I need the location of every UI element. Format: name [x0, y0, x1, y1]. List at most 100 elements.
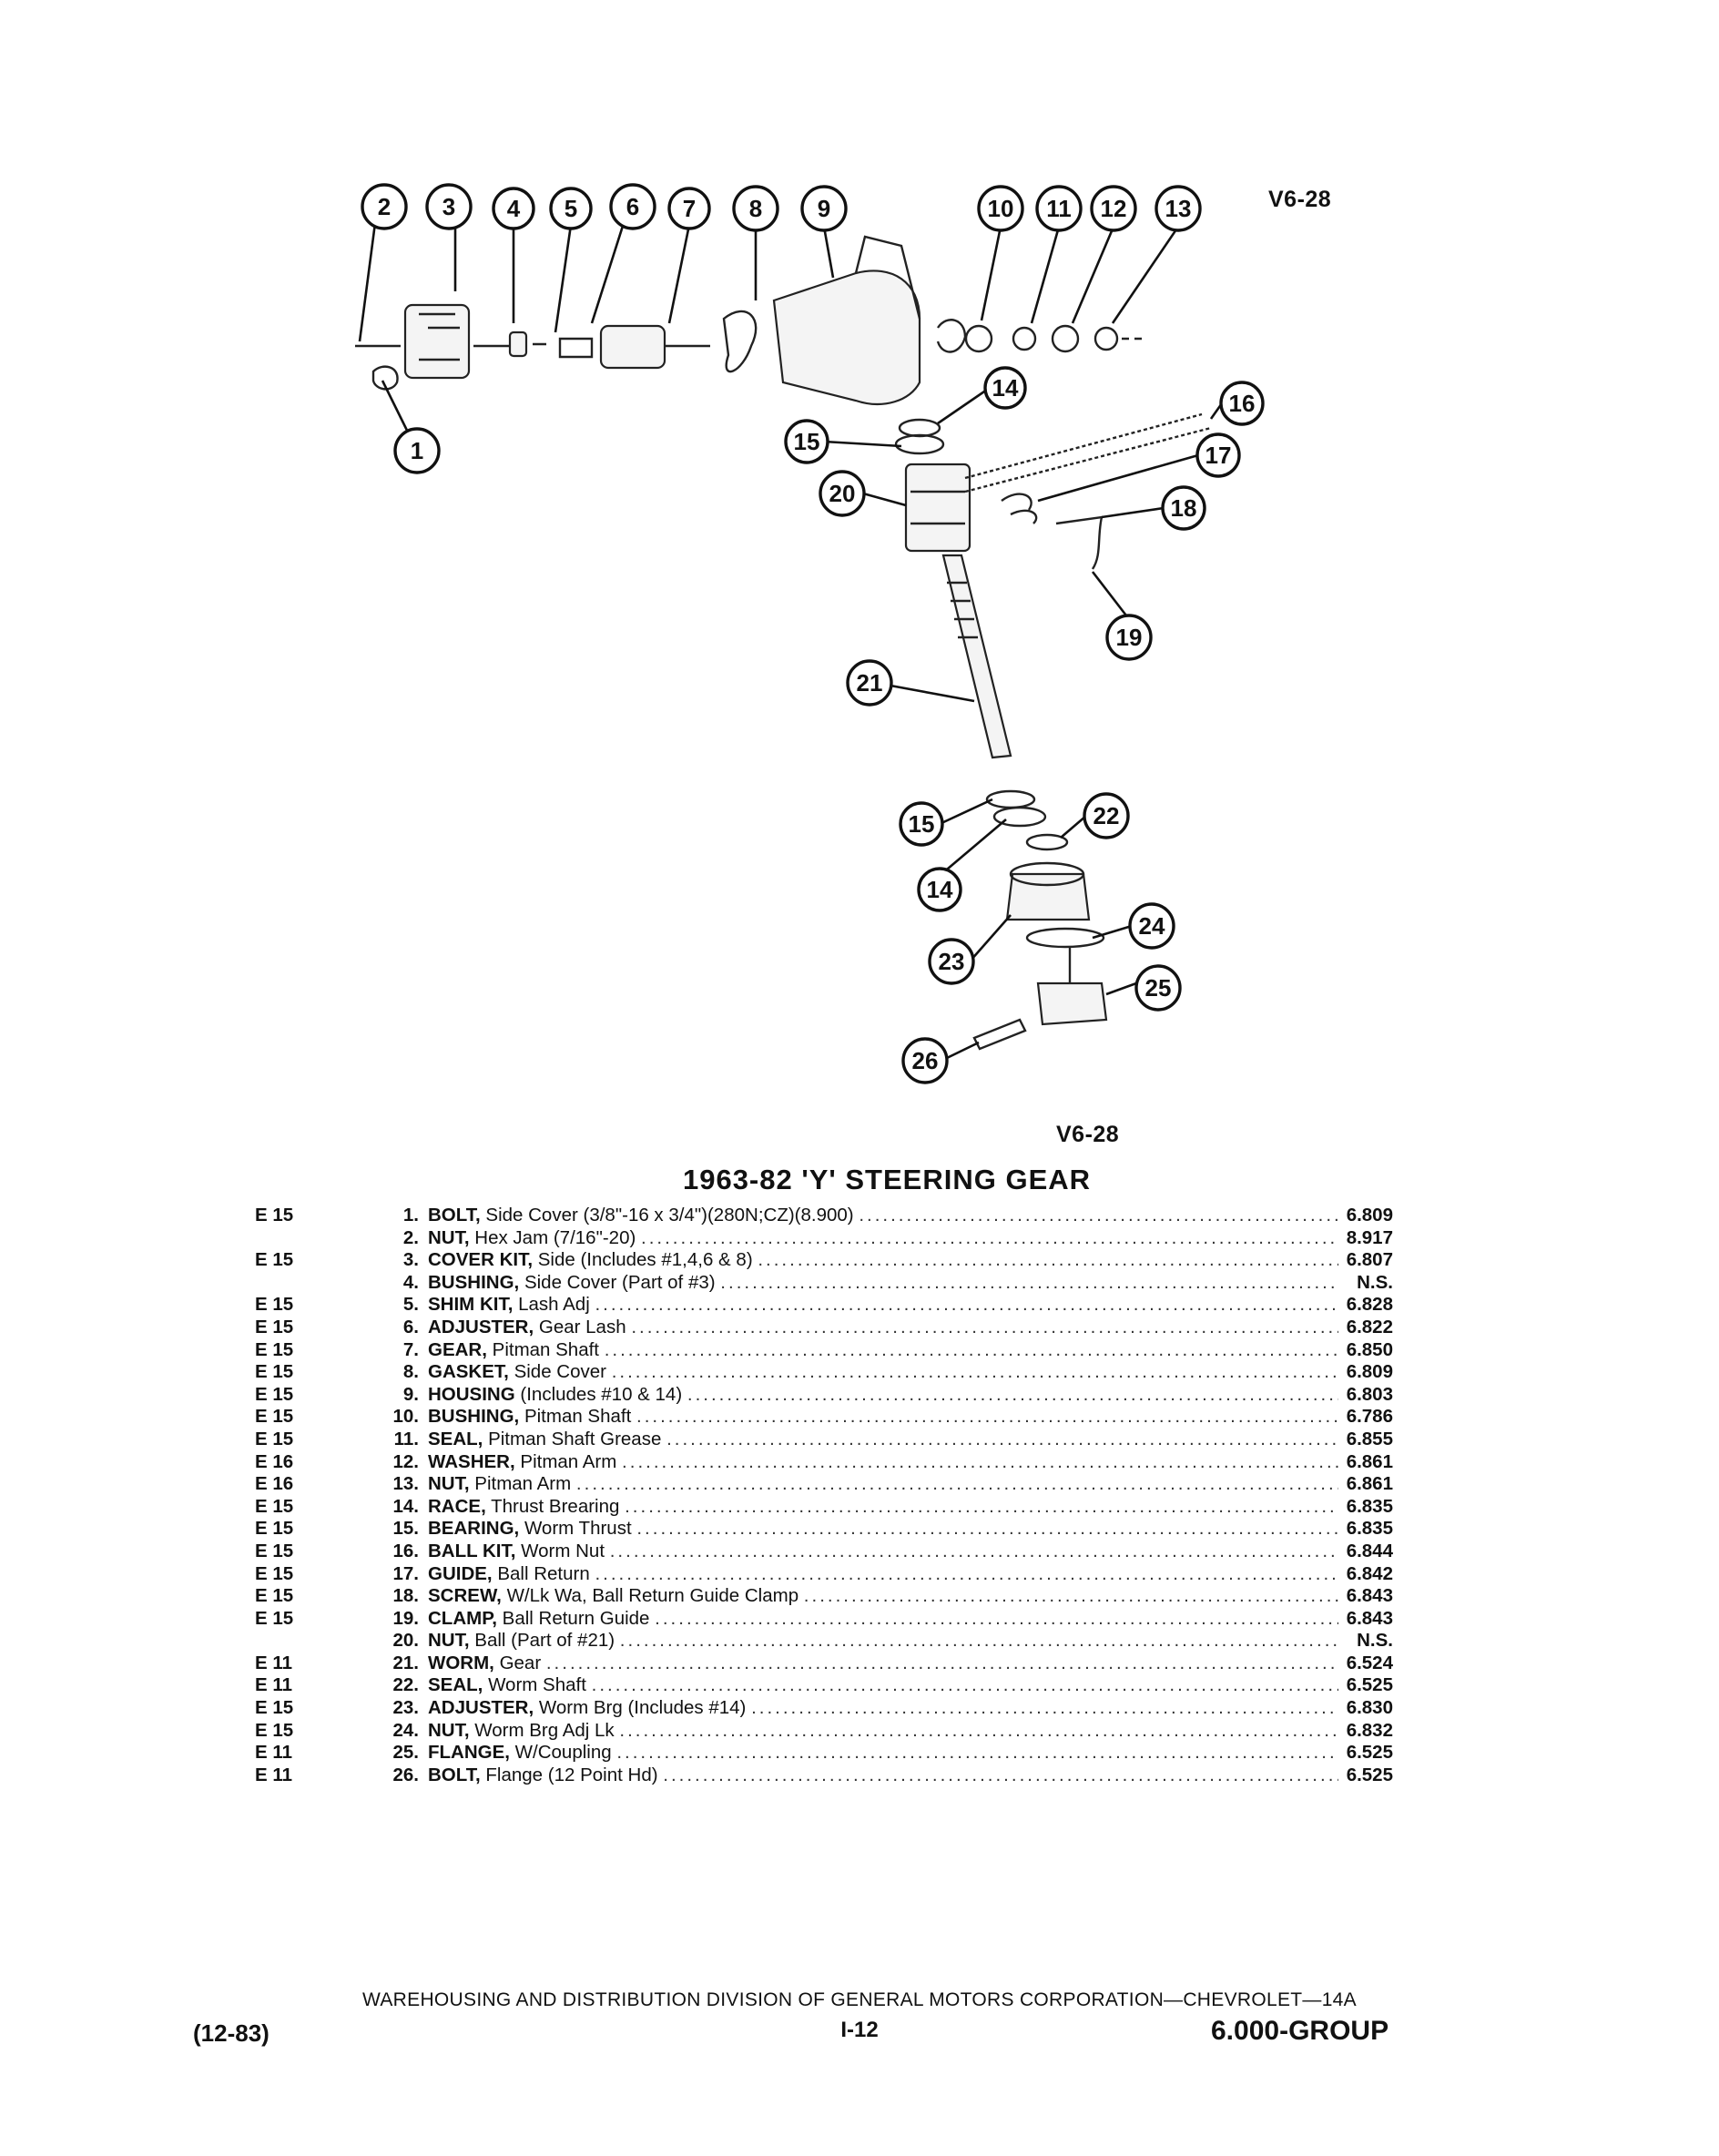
part-name: NUT, [428, 1719, 470, 1741]
figure-label-top: V6-28 [1268, 187, 1332, 212]
group-number: 6.809 [1346, 1205, 1393, 1225]
parts-row: 20. NUT, Ball (Part of #21) .............… [255, 1630, 1394, 1653]
callout-16: 16 [1219, 381, 1265, 426]
part-name: BOLT, [428, 1205, 481, 1225]
svg-text:24: 24 [1139, 912, 1165, 940]
callout-21: 21 [846, 659, 893, 707]
item-number: 18. [392, 1585, 420, 1607]
group-number: 6.842 [1346, 1562, 1393, 1584]
group-number: 6.525 [1346, 1764, 1393, 1785]
callout-14: 14 [983, 366, 1027, 410]
svg-text:20: 20 [829, 480, 856, 507]
callout-6: 6 [609, 183, 656, 230]
part-detail: Pitman Shaft Grease [488, 1428, 662, 1449]
group-number: 8.917 [1346, 1226, 1393, 1248]
part-name: WASHER, [428, 1450, 515, 1472]
item-number: 20. [392, 1630, 420, 1652]
part-description: ADJUSTER, Worm Brg (Includes #14) ......… [428, 1697, 1338, 1719]
svg-text:14: 14 [992, 374, 1019, 402]
source-code: E 11 [255, 1652, 293, 1673]
part-name: BALL KIT, [428, 1540, 516, 1561]
item-number: 15. [392, 1518, 420, 1540]
source-code: E 16 [255, 1473, 294, 1495]
part-detail: Side Cover (Part of #3) [524, 1271, 716, 1293]
part-description: GEAR, Pitman Shaft .....................… [428, 1338, 1338, 1360]
svg-text:15: 15 [794, 428, 820, 455]
source-code: E 15 [255, 1562, 294, 1584]
callout-14-lower: 14 [917, 867, 962, 912]
svg-text:13: 13 [1165, 195, 1192, 222]
svg-text:26: 26 [912, 1047, 939, 1074]
part-description: SEAL, Pitman Shaft Grease ..............… [428, 1428, 1338, 1449]
source-code: E 15 [255, 1406, 294, 1428]
part-description: NUT, Ball (Part of #21) ................… [428, 1630, 1338, 1652]
part-description: ADJUSTER, Gear Lash ....................… [428, 1316, 1338, 1337]
callout-2: 2 [361, 183, 408, 230]
part-name: RACE, [428, 1495, 486, 1517]
svg-text:19: 19 [1116, 624, 1143, 651]
item-number: 17. [392, 1562, 420, 1584]
part-detail: Side Cover (3/8"-16 x 3/4")(280N;CZ)(8.9… [485, 1205, 854, 1225]
part-detail: Pitman Shaft [492, 1338, 600, 1360]
svg-text:10: 10 [988, 195, 1014, 222]
callout-17: 17 [1195, 432, 1241, 478]
source-code: E 15 [255, 1540, 294, 1561]
part-detail: Worm Nut [521, 1540, 605, 1561]
source-code: E 15 [255, 1518, 294, 1540]
source-code: E 15 [255, 1249, 294, 1271]
item-number: 7. [402, 1338, 419, 1360]
item-number: 21. [392, 1652, 420, 1673]
group-number: 6.855 [1346, 1428, 1393, 1449]
group-number: 6.809 [1346, 1361, 1393, 1383]
part-name: ADJUSTER, [428, 1316, 534, 1337]
footer-date: (12-83) [193, 2019, 270, 2047]
part-description: BOLT, Side Cover (3/8"-16 x 3/4")(280N;C… [428, 1205, 1338, 1225]
svg-text:16: 16 [1229, 390, 1256, 417]
part-detail: Pitman Arm [520, 1450, 617, 1472]
part-detail: W/Lk Wa, Ball Return Guide Clamp [506, 1585, 799, 1607]
item-number: 19. [392, 1607, 420, 1629]
source-code: E 16 [255, 1450, 294, 1472]
source-code: E 15 [255, 1719, 294, 1741]
source-code: E 15 [255, 1316, 294, 1337]
parts-row: 2.NUT, Hex Jam (7/16"-20) ..............… [255, 1227, 1393, 1250]
part-description: GASKET, Side Cover .....................… [428, 1361, 1338, 1383]
part-name: COVER KIT, [428, 1249, 534, 1271]
group-number: 6.843 [1346, 1607, 1393, 1629]
group-number: 6.861 [1346, 1450, 1393, 1472]
group-number: 6.861 [1346, 1473, 1393, 1495]
part-description: RACE, Thrust Brearing ..................… [428, 1495, 1338, 1517]
part-description: FLANGE, W/Coupling .....................… [428, 1742, 1338, 1764]
source-code: E 15 [255, 1607, 294, 1629]
svg-text:3: 3 [442, 193, 455, 220]
source-code: E 15 [255, 1495, 294, 1517]
part-name: SEAL, [428, 1674, 483, 1696]
svg-text:1: 1 [411, 437, 423, 464]
group-number: 6.524 [1346, 1652, 1393, 1673]
part-description: WASHER, Pitman Arm .....................… [428, 1450, 1338, 1472]
callout-4: 4 [492, 187, 535, 230]
parts-illustration [355, 235, 1212, 1051]
figure-label-bottom: V6-28 [1056, 1122, 1120, 1147]
part-name: BEARING, [428, 1518, 520, 1540]
part-description: NUT, Hex Jam (7/16"-20) ................… [428, 1226, 1338, 1248]
part-name: NUT, [428, 1630, 470, 1652]
group-number: 6.822 [1346, 1316, 1393, 1337]
svg-text:9: 9 [818, 195, 830, 222]
part-name: NUT, [428, 1226, 470, 1248]
part-description: BUSHING, Pitman Shaft ..................… [428, 1406, 1338, 1428]
part-name: GUIDE, [428, 1562, 493, 1584]
item-number: 16. [392, 1540, 420, 1561]
part-name: BUSHING, [428, 1271, 520, 1293]
